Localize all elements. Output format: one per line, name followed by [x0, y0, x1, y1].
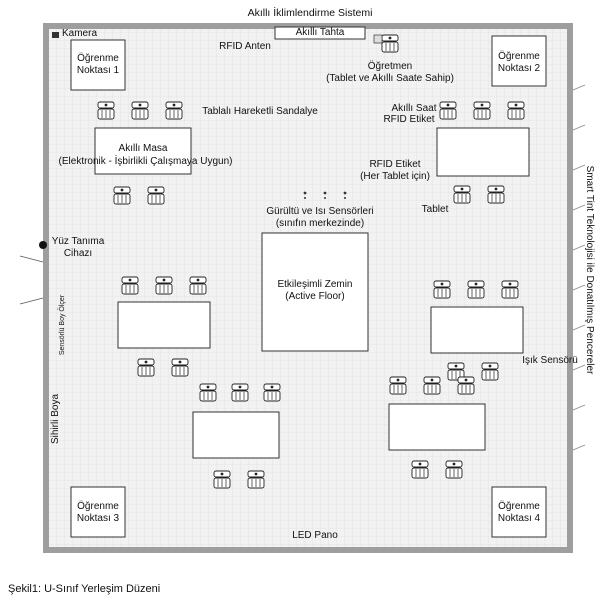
figure-caption: Şekil1: U-Sınıf Yerleşim Düzeni	[8, 583, 161, 595]
floor-label-line1: Etkileşimli Zemin	[277, 279, 353, 290]
windows-right	[572, 84, 586, 451]
camera-label: Kamera	[62, 28, 98, 39]
smart-desk-4	[430, 306, 524, 354]
smart-desk-1	[94, 127, 192, 175]
teacher-label-line2: (Tablet ve Akıllı Saate Sahip)	[326, 73, 454, 84]
smart-watch-label-line1: Akıllı Saat	[391, 103, 437, 114]
learning-point-4	[491, 486, 547, 538]
floor-label-line2: (Active Floor)	[285, 291, 345, 302]
learning-point-2-line1: Öğrenme	[498, 51, 540, 62]
smart-board-label: Akıllı Tahta	[295, 27, 345, 38]
smart-desk-6	[388, 403, 486, 451]
sensor-icons	[303, 191, 347, 199]
learning-point-3-line2: Noktası 3	[76, 513, 120, 524]
door-left	[19, 255, 44, 305]
teacher-desk	[373, 34, 383, 44]
smart-desk-5	[192, 411, 280, 459]
learning-point-3-line1: Öğrenme	[77, 501, 119, 512]
learning-point-2	[491, 35, 547, 87]
face-device-icon	[39, 241, 47, 249]
smart-watch-label-line2: RFID Etiket	[383, 114, 435, 125]
rfid-tag-label-line1: RFID Etiket	[369, 159, 421, 170]
magic-paint-label: Sihirli Boya	[50, 393, 61, 445]
system-title: Akıllı İklimlendirme Sistemi	[247, 7, 373, 19]
smart-desk-3	[117, 301, 211, 349]
camera-icon	[52, 32, 59, 38]
learning-point-3	[70, 486, 126, 538]
teacher-label-line1: Öğretmen	[367, 61, 413, 72]
active-floor	[261, 232, 369, 352]
windows-label: Smart Tint Teknolojisi ile Donatılmış Pe…	[584, 165, 595, 375]
led-label: LED Pano	[292, 530, 338, 541]
learning-point-2-line2: Noktası 2	[497, 63, 541, 74]
tablet-label: Tablet	[421, 204, 449, 215]
learning-point-4-line1: Öğrenme	[498, 501, 540, 512]
chair-label: Tablalı Hareketli Sandalye	[202, 106, 318, 117]
smart-desk-2	[436, 127, 530, 177]
learning-point-1-line2: Noktası 1	[76, 65, 120, 76]
smart-board	[274, 26, 366, 40]
learning-point-1-line1: Öğrenme	[77, 53, 119, 64]
sensors-label-line1: Gürültü ve Isı Sensörleri	[266, 206, 374, 217]
sensor-board-label: Sensörlü Boy Ölçer	[59, 294, 66, 356]
smart-desk-label-line1: Akıllı Masa	[118, 143, 168, 154]
face-device-label-line2: Cihazı	[63, 248, 93, 259]
rfid-antenna-label: RFID Anten	[219, 41, 271, 52]
smart-desk-label-line2: (Elektronik - İşbirlikli Çalışmaya Uygun…	[58, 156, 233, 167]
sensors-label-line2: (sınıfın merkezinde)	[275, 218, 365, 229]
light-sensor-label: Işık Sensörü	[522, 355, 578, 366]
learning-point-1	[70, 39, 126, 91]
rfid-tag-label-line2: (Her Tablet için)	[360, 171, 430, 182]
learning-point-4-line2: Noktası 4	[497, 513, 541, 524]
teacher-icon	[381, 34, 399, 53]
face-device-label-line1: Yüz Tanıma	[51, 236, 105, 247]
